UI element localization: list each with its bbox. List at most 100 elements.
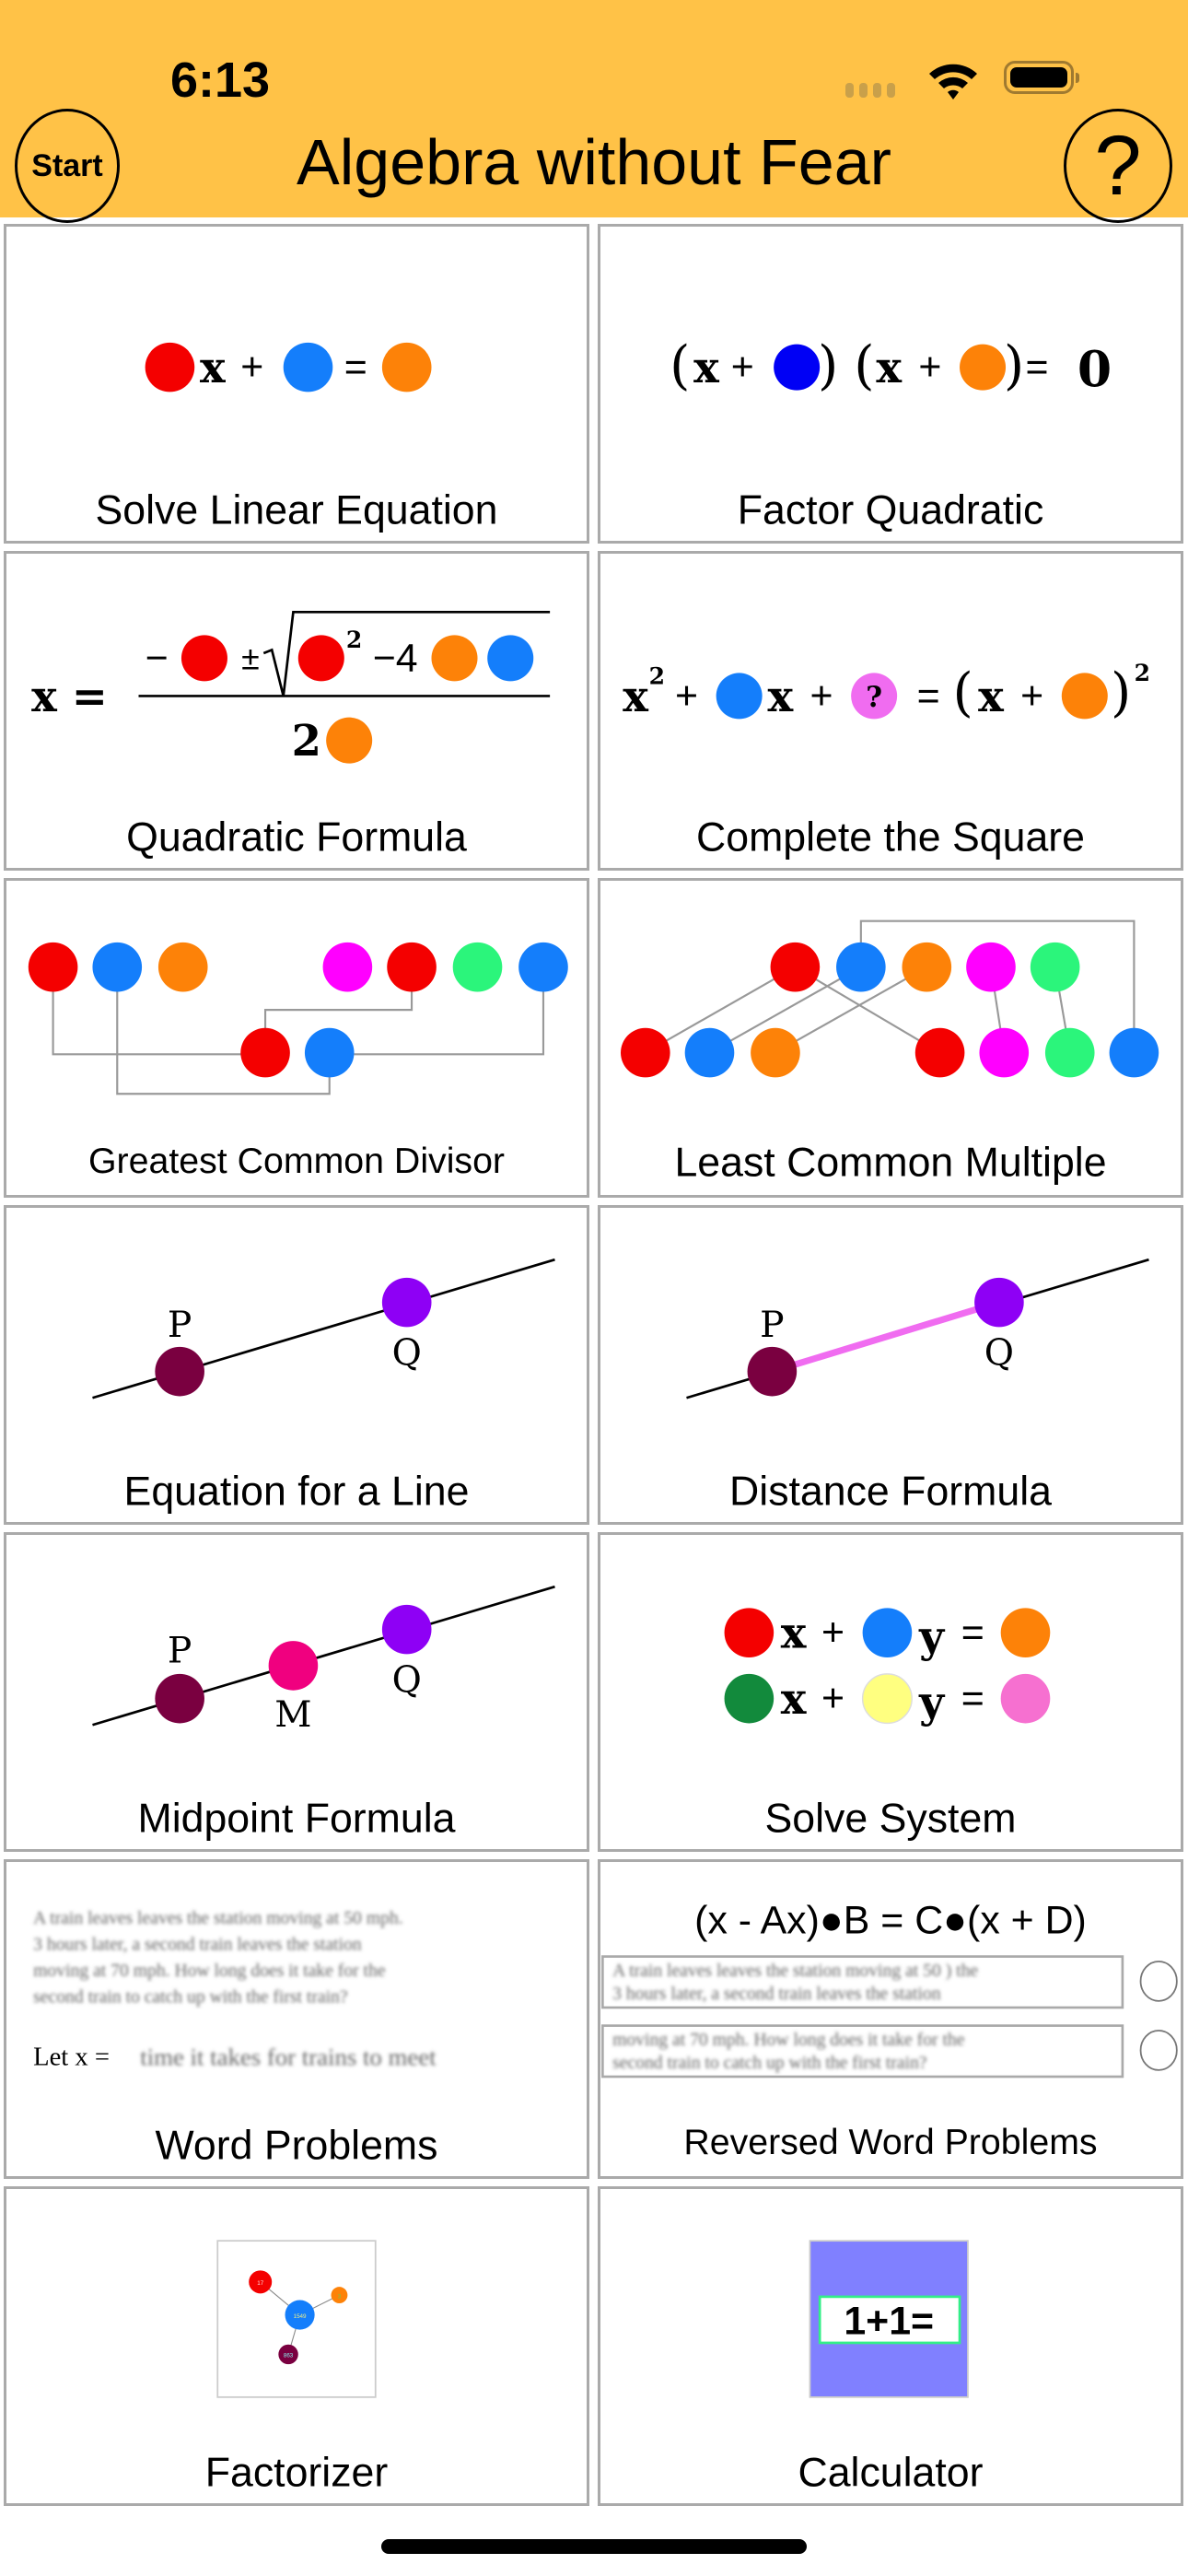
pink-dot — [1000, 1673, 1051, 1724]
x-symbol: x — [200, 342, 226, 392]
blue-constant-dot — [283, 342, 333, 392]
plus-symbol: + — [821, 1677, 844, 1721]
blue-dot — [774, 344, 821, 391]
option-text: A train leaves leaves the station moving… — [612, 1961, 978, 1981]
node-label: 1549 — [294, 2313, 307, 2320]
node-label: 3 — [338, 2293, 342, 2300]
orange-result-dot — [381, 342, 432, 392]
magenta-dot — [966, 942, 1016, 992]
tile-label: Calculator — [798, 2450, 983, 2495]
tile-label: Distance Formula — [729, 1469, 1052, 1514]
blue-dot — [716, 673, 763, 720]
page-title: Algebra without Fear — [297, 126, 891, 198]
tile-label: Equation for a Line — [124, 1469, 470, 1514]
tile-label: Factorizer — [205, 2450, 389, 2495]
magenta-dot — [979, 1027, 1030, 1078]
paren: ( — [670, 335, 690, 396]
orange-dot — [326, 717, 373, 764]
tile-least-common-multiple[interactable]: Least Common Multiple — [598, 878, 1183, 1198]
red-dot — [240, 1027, 290, 1078]
formula: (x - Ax)●B = C●(x + D) — [694, 1899, 1087, 1943]
x-equals: x = — [31, 671, 108, 721]
red-dot — [28, 942, 78, 992]
zero-symbol: 0 — [1077, 340, 1112, 398]
tile-factorizer[interactable]: 17 1549 3 863 Factorizer — [4, 2186, 589, 2506]
tile-word-problems[interactable]: A train leaves leaves the station moving… — [4, 1859, 589, 2179]
label-m: M — [274, 1694, 311, 1736]
point-q — [381, 1604, 432, 1655]
problem-text: 3 hours later, a second train leaves the… — [33, 1934, 362, 1954]
tile-solve-system[interactable]: x + y = x + y = Solve System — [598, 1532, 1183, 1852]
equals-symbol: = — [961, 1677, 984, 1721]
label-p: P — [168, 1305, 192, 1346]
blue-dot — [1109, 1027, 1159, 1078]
tile-label: Least Common Multiple — [674, 1141, 1106, 1186]
radio-button — [1139, 1961, 1178, 2002]
square-root-sign — [262, 610, 551, 697]
option-text: 3 hours later, a second train leaves the… — [612, 1984, 941, 2004]
x-symbol: x — [623, 671, 648, 721]
x-symbol: x — [781, 1673, 807, 1724]
calculator-display-text: 1+1= — [844, 2300, 934, 2344]
tile-distance-formula[interactable]: P Q Distance Formula — [598, 1205, 1183, 1525]
magenta-dot — [322, 942, 373, 992]
green-dot — [1030, 942, 1080, 992]
option-text: moving at 70 mph. How long does it take … — [612, 2030, 965, 2050]
label-q: Q — [392, 1659, 422, 1701]
plus-symbol: + — [240, 345, 263, 390]
blue-dot — [684, 1027, 735, 1078]
home-indicator[interactable] — [381, 2539, 807, 2554]
wifi-icon — [929, 64, 977, 100]
red-dot — [181, 635, 227, 682]
orange-dot — [1061, 673, 1108, 720]
red-dot — [770, 942, 821, 992]
tile-label: Greatest Common Divisor — [88, 1141, 505, 1181]
tile-quadratic-formula[interactable]: x = − ± 2 −4 2 Quadratic Formula — [4, 551, 589, 871]
exponent: 2 — [346, 626, 362, 653]
plus-symbol: + — [731, 345, 754, 390]
blue-dot — [487, 635, 534, 682]
tile-complete-the-square[interactable]: x 2 + x + ? = ( x + ) 2 Complete the Squ… — [598, 551, 1183, 871]
let-x-label: Let x = — [33, 2043, 110, 2072]
option-box — [601, 2024, 1124, 2078]
paren: ) — [1004, 335, 1024, 396]
distance-segment — [771, 1299, 1000, 1376]
tile-label: Quadratic Formula — [126, 814, 467, 860]
x-symbol: x — [876, 342, 902, 392]
blue-dot — [518, 942, 568, 992]
node-label: 863 — [284, 2353, 294, 2359]
label-q: Q — [984, 1332, 1014, 1374]
plus-minus-symbol: ± — [241, 639, 260, 676]
tile-factor-quadratic[interactable]: ( x + ) ( x + ) = 0 Factor Quadratic — [598, 224, 1183, 544]
paren: ( — [854, 335, 874, 396]
tile-midpoint-formula[interactable]: P M Q Midpoint Formula — [4, 1532, 589, 1852]
tile-equation-for-a-line[interactable]: P Q Equation for a Line — [4, 1205, 589, 1525]
tile-reversed-word-problems[interactable]: (x - Ax)●B = C●(x + D) A train leaves le… — [598, 1859, 1183, 2179]
point-q — [974, 1277, 1024, 1328]
unknown-dot — [851, 673, 898, 720]
y-symbol: y — [918, 1677, 946, 1727]
tile-calculator[interactable]: 1+1= Calculator — [598, 2186, 1183, 2506]
exponent: 2 — [649, 662, 665, 689]
start-button[interactable]: Start — [15, 109, 120, 223]
x-symbol: x — [978, 671, 1004, 721]
y-symbol: y — [918, 1610, 946, 1661]
tile-label: Word Problems — [156, 2123, 438, 2168]
cellular-signal-icon — [845, 83, 895, 98]
tile-label: Complete the Square — [696, 814, 1085, 860]
point-p — [155, 1346, 204, 1397]
label-q: Q — [392, 1332, 422, 1374]
red-dot — [724, 1608, 775, 1657]
help-button[interactable]: ? — [1064, 109, 1172, 223]
paren: ( — [952, 662, 973, 723]
tile-solve-linear-equation[interactable]: x + = Solve Linear Equation — [4, 224, 589, 544]
exponent: 2 — [1135, 660, 1150, 686]
point-m — [268, 1641, 319, 1691]
status-time: 6:13 — [170, 53, 271, 108]
option-text: second train to catch up with the first … — [612, 2053, 926, 2073]
equals-symbol: = — [917, 673, 940, 718]
plus-symbol: + — [821, 1610, 844, 1655]
tile-greatest-common-divisor[interactable]: Greatest Common Divisor — [4, 878, 589, 1198]
calculator-display — [818, 2295, 961, 2345]
red-dot — [621, 1027, 670, 1078]
